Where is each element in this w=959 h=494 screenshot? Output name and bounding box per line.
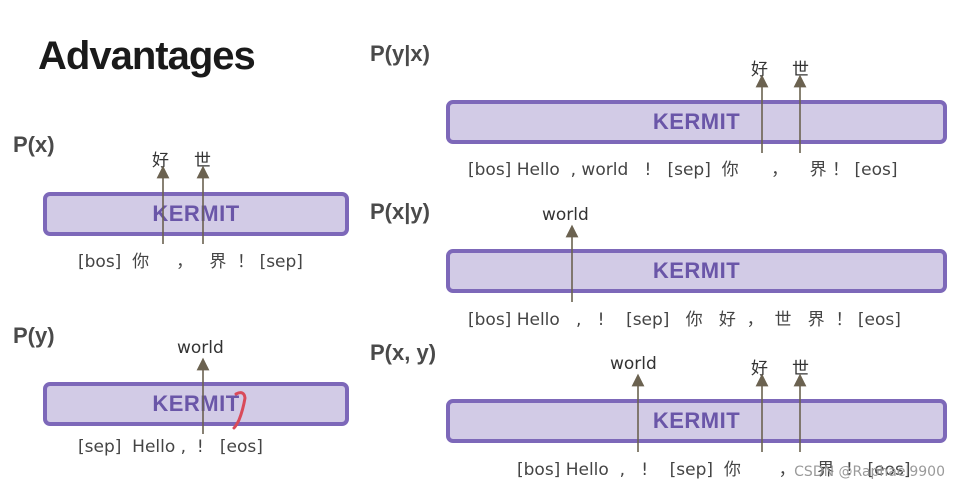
px-input-tokens: [bos] 你 ， 界 ！ [sep]: [78, 252, 303, 272]
pyx-kermit-label: KERMIT: [652, 109, 741, 134]
py-output-0: world: [177, 338, 224, 358]
pxyj-kermit-bar: KERMIT: [446, 399, 947, 443]
pyx-kermit-bar: KERMIT: [446, 100, 947, 144]
py-input-tokens: [sep] Hello , ! [eos]: [78, 437, 263, 457]
pxyj-output-0: world: [610, 354, 657, 374]
pyx-input-tokens: [bos] Hello , world ! [sep] 你 ， 界 ！ [eos…: [468, 160, 898, 180]
py-kermit-label: KERMIT: [152, 391, 240, 416]
watermark: CSDN @Raphael9900: [794, 464, 945, 480]
pxyj-input-tokens: [bos] Hello , ! [sep] 你 ， 界 ！ [eos]: [517, 460, 911, 480]
pxy-output-0: world: [542, 205, 589, 225]
pyx-label: P(y|x): [370, 41, 430, 66]
pxy-kermit-label: KERMIT: [652, 258, 741, 283]
page-title: Advantages: [38, 34, 256, 78]
px-label: P(x): [13, 132, 55, 157]
pxy-label: P(x|y): [370, 199, 430, 224]
pxy-input-tokens: [bos] Hello , ! [sep] 你 好 ， 世 界 ！ [eos]: [468, 310, 901, 330]
pen-mark: [232, 391, 247, 430]
pxyj-kermit-label: KERMIT: [652, 408, 741, 433]
px-kermit-bar: KERMIT: [43, 192, 349, 236]
py-label: P(y): [13, 323, 55, 348]
pxy-kermit-bar: KERMIT: [446, 249, 947, 293]
pxyj-label: P(x, y): [370, 340, 437, 365]
py-kermit-bar: KERMIT: [43, 382, 349, 426]
px-kermit-label: KERMIT: [152, 201, 240, 226]
